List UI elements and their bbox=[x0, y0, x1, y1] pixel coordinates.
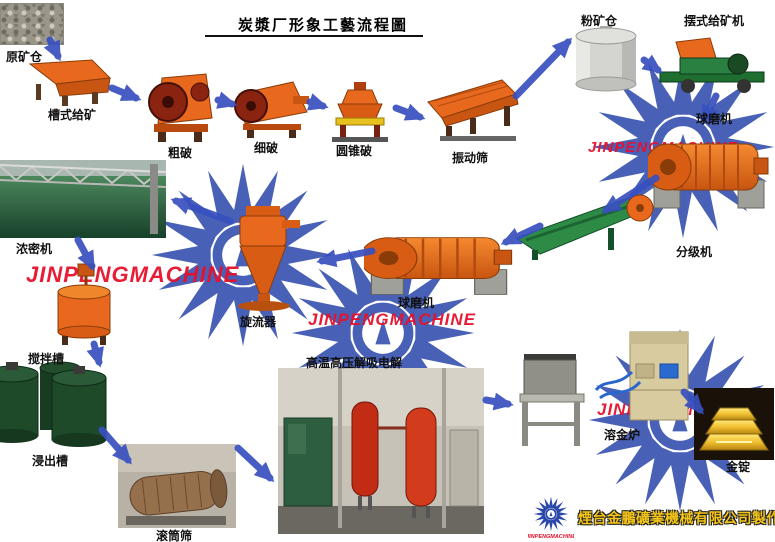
electrolysis-cabinet-illustration bbox=[629, 331, 689, 421]
agitation-tank-illustration bbox=[57, 263, 111, 345]
flow-arrow bbox=[482, 392, 514, 411]
thickener-illustration bbox=[0, 160, 167, 238]
ball-mill-center bbox=[364, 220, 514, 298]
flow-arrow bbox=[234, 444, 275, 483]
title-underline bbox=[205, 35, 423, 37]
desorption-electrolysis-illustration bbox=[278, 368, 484, 534]
label-classifier: 分级机 bbox=[676, 245, 713, 259]
agitation-tank bbox=[50, 262, 118, 346]
vibrating-screen-illustration bbox=[427, 79, 519, 141]
coarse-crusher bbox=[140, 66, 220, 144]
footer-logo-text: JINPENGMACHINE bbox=[528, 534, 574, 540]
pendulum-feeder bbox=[658, 32, 768, 94]
label-thickener: 浓密机 bbox=[16, 242, 53, 256]
fine-crusher bbox=[231, 72, 313, 138]
leaching-tanks-illustration bbox=[0, 361, 107, 447]
gold-melting-furnace-illustration bbox=[519, 354, 585, 446]
cyclone-illustration bbox=[238, 206, 300, 311]
fine-ore-bin-illustration bbox=[575, 26, 637, 92]
label-coarse-crusher: 粗破 bbox=[168, 146, 193, 160]
label-cyclone: 旋流器 bbox=[240, 315, 277, 329]
hydrocyclone bbox=[220, 204, 308, 312]
footer-logo: JINPENGMACHINE bbox=[526, 496, 576, 540]
trough-feeder bbox=[26, 58, 118, 108]
label-fine-ore-bin: 粉矿仓 bbox=[581, 14, 618, 28]
label-vibrating-screen: 振动筛 bbox=[452, 151, 489, 165]
label-agitation-tank: 搅拌槽 bbox=[28, 352, 65, 366]
label-drum-screen: 滚筒筛 bbox=[156, 529, 193, 542]
footer-logo-illustration: JINPENGMACHINE bbox=[526, 496, 576, 540]
watermark-text: JINPENGMACHINE bbox=[308, 310, 476, 329]
ball-mill-center-illustration bbox=[364, 236, 513, 296]
gold-melting-furnace bbox=[514, 352, 602, 450]
label-desorption-electrolysis: 高温高压解吸电解 bbox=[306, 356, 403, 370]
drum-screen-illustration bbox=[118, 444, 236, 528]
thickener-photo bbox=[0, 160, 167, 238]
spiral-classifier bbox=[512, 192, 660, 262]
desorption-electrolysis-photo bbox=[278, 368, 484, 534]
label-leaching-tank: 浸出槽 bbox=[32, 454, 69, 468]
fine-crusher-illustration bbox=[234, 81, 309, 138]
classifier-illustration bbox=[514, 194, 654, 260]
cone-crusher-illustration bbox=[332, 82, 388, 142]
drum-screen-photo bbox=[118, 444, 236, 528]
label-gold-melting-furnace: 溶金炉 bbox=[604, 428, 641, 442]
watermark-text: JINPENGMACHINE bbox=[26, 262, 240, 287]
fine-ore-bin bbox=[570, 24, 642, 94]
label-ball-mill-right: 球磨机 bbox=[696, 112, 733, 126]
footer-company: 煙台金鵬礦業機械有限公司製作 bbox=[578, 510, 775, 526]
page-title: 炭漿厂形象工藝流程圖 bbox=[238, 17, 409, 34]
label-fine-crusher: 细破 bbox=[254, 141, 279, 155]
label-gold-ingot: 金锭 bbox=[726, 460, 751, 474]
label-ball-mill-center: 球磨机 bbox=[398, 296, 435, 310]
coarse-crusher-illustration bbox=[148, 73, 213, 142]
leaching-tanks bbox=[0, 358, 112, 450]
pendulum-feeder-illustration bbox=[659, 37, 765, 93]
gold-ingots-illustration bbox=[694, 388, 774, 460]
label-cone-crusher: 圆锥破 bbox=[336, 144, 373, 158]
ball-mill-right bbox=[648, 124, 770, 212]
label-raw-ore-bin: 原矿仓 bbox=[6, 50, 43, 64]
vibrating-screen bbox=[424, 74, 524, 146]
label-pendulum-feeder: 摆式给矿机 bbox=[684, 14, 745, 28]
flow-arrow bbox=[392, 103, 426, 121]
flow-arrow bbox=[214, 91, 238, 109]
gold-ingots-photo bbox=[694, 388, 774, 460]
trough-feeder-illustration bbox=[28, 59, 112, 106]
raw-ore-photo bbox=[0, 3, 64, 45]
ball-mill-right-illustration bbox=[648, 143, 769, 209]
electrolysis-cabinet bbox=[616, 328, 700, 426]
label-trough-feeder: 槽式给矿 bbox=[48, 108, 97, 122]
cone-crusher bbox=[324, 80, 396, 144]
